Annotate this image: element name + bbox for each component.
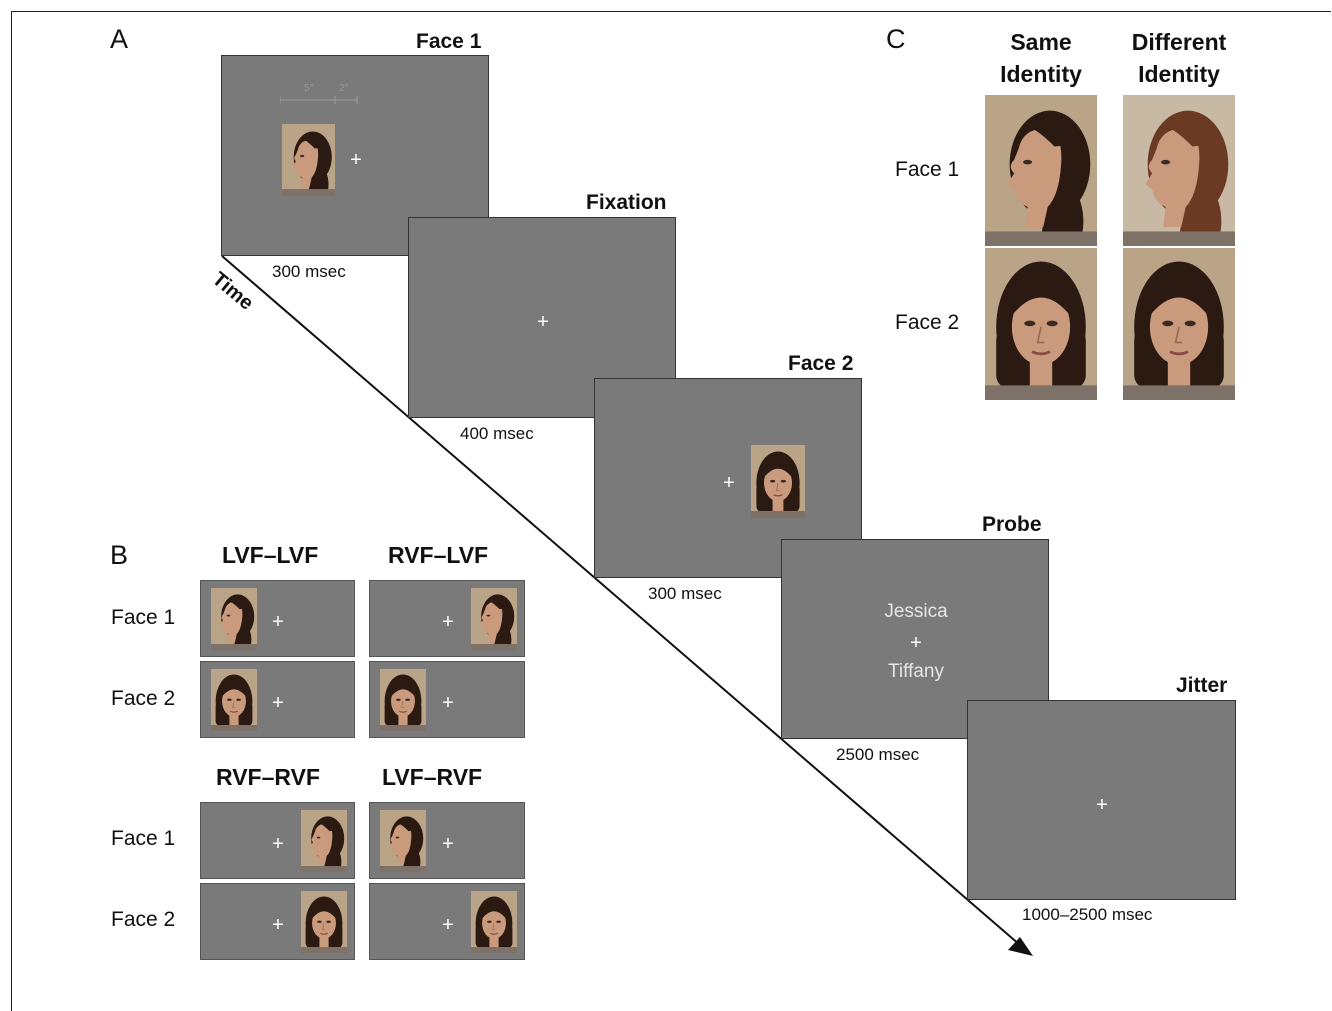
condition-screen: + — [200, 883, 355, 960]
face-photo-profile — [282, 124, 335, 196]
row-label-face2: Face 2 — [111, 908, 176, 931]
condition-rvf-rvf: RVF–RVF — [216, 764, 320, 790]
panel-a-letter: A — [110, 24, 129, 54]
condition-screen: + — [369, 580, 525, 657]
duration-face2: 300 msec — [648, 584, 722, 603]
condition-screen: + — [369, 883, 525, 960]
fixation-cross: + — [272, 833, 284, 855]
face-photo-front — [380, 669, 426, 731]
condition-lvf-lvf: LVF–LVF — [222, 542, 319, 568]
screen-title-jitter: Jitter — [1176, 674, 1228, 697]
face-photo-same-identity-profile — [985, 95, 1097, 246]
face-photo-profile — [211, 588, 257, 650]
scale-bar: 5° 2° — [279, 83, 358, 104]
screen-title-probe: Probe — [982, 513, 1042, 536]
condition-screen: + — [200, 802, 355, 879]
duration-fixation: 400 msec — [460, 424, 534, 443]
fixation-cross: + — [350, 149, 362, 171]
face-photo-front — [471, 891, 517, 953]
column-different-line1: Different — [1131, 29, 1227, 55]
screen-title-face1: Face 1 — [416, 30, 482, 53]
screen-title-face2: Face 2 — [788, 352, 854, 375]
row-label-face2: Face 2 — [895, 311, 960, 334]
face-photo-different-identity-front — [1123, 248, 1235, 400]
fixation-cross: + — [272, 692, 284, 714]
figure-frame — [11, 11, 1331, 1011]
duration-face1: 300 msec — [272, 262, 346, 281]
fixation-cross: + — [272, 611, 284, 633]
row-label-face2: Face 2 — [111, 687, 176, 710]
face-photo-profile — [380, 810, 426, 872]
column-different-line2: Identity — [1138, 61, 1220, 87]
row-label-face1: Face 1 — [111, 606, 176, 629]
fixation-cross: + — [272, 914, 284, 936]
condition-screen: + — [369, 802, 525, 879]
time-arrow — [221, 255, 1033, 956]
fixation-cross: + — [1096, 794, 1108, 816]
fixation-cross: + — [442, 833, 454, 855]
condition-rvf-lvf: RVF–LVF — [388, 542, 489, 568]
condition-screen: + — [200, 580, 355, 657]
stimulus-screen-face1: 5° 2° + — [221, 55, 489, 256]
face-photo-profile — [301, 810, 347, 872]
probe-name-top: Jessica — [884, 601, 948, 622]
face-photo-same-identity-front — [985, 248, 1097, 400]
stimulus-screen-jitter: + — [967, 700, 1236, 900]
fixation-cross: + — [442, 914, 454, 936]
face-photo-profile — [471, 588, 517, 650]
face-photo-front — [751, 445, 805, 518]
probe-name-bottom: Tiffany — [888, 661, 944, 682]
fixation-cross: + — [537, 311, 549, 333]
row-label-face1: Face 1 — [895, 158, 960, 181]
scale-label-5deg: 5° — [304, 83, 314, 94]
column-different-identity: Different Identity — [1120, 26, 1238, 90]
column-same-line1: Same — [1010, 29, 1072, 55]
face-photo-front — [301, 891, 347, 953]
fixation-cross: + — [723, 472, 735, 494]
fixation-cross: + — [442, 611, 454, 633]
row-label-face1: Face 1 — [111, 827, 176, 850]
condition-screen: + — [369, 661, 525, 738]
scale-label-2deg: 2° — [339, 83, 349, 94]
condition-screen: + — [200, 661, 355, 738]
panel-b-letter: B — [110, 540, 129, 570]
fixation-cross: + — [910, 632, 922, 654]
fixation-cross: + — [442, 692, 454, 714]
screen-title-fixation: Fixation — [586, 191, 667, 214]
duration-probe: 2500 msec — [836, 745, 920, 764]
condition-lvf-rvf: LVF–RVF — [382, 764, 483, 790]
panel-c-letter: C — [886, 24, 906, 54]
face-photo-front — [211, 669, 257, 731]
column-same-identity: Same Identity — [988, 26, 1094, 90]
duration-jitter: 1000–2500 msec — [1022, 905, 1153, 924]
face-photo-different-identity-profile — [1123, 95, 1235, 246]
column-same-line2: Identity — [1000, 61, 1082, 87]
